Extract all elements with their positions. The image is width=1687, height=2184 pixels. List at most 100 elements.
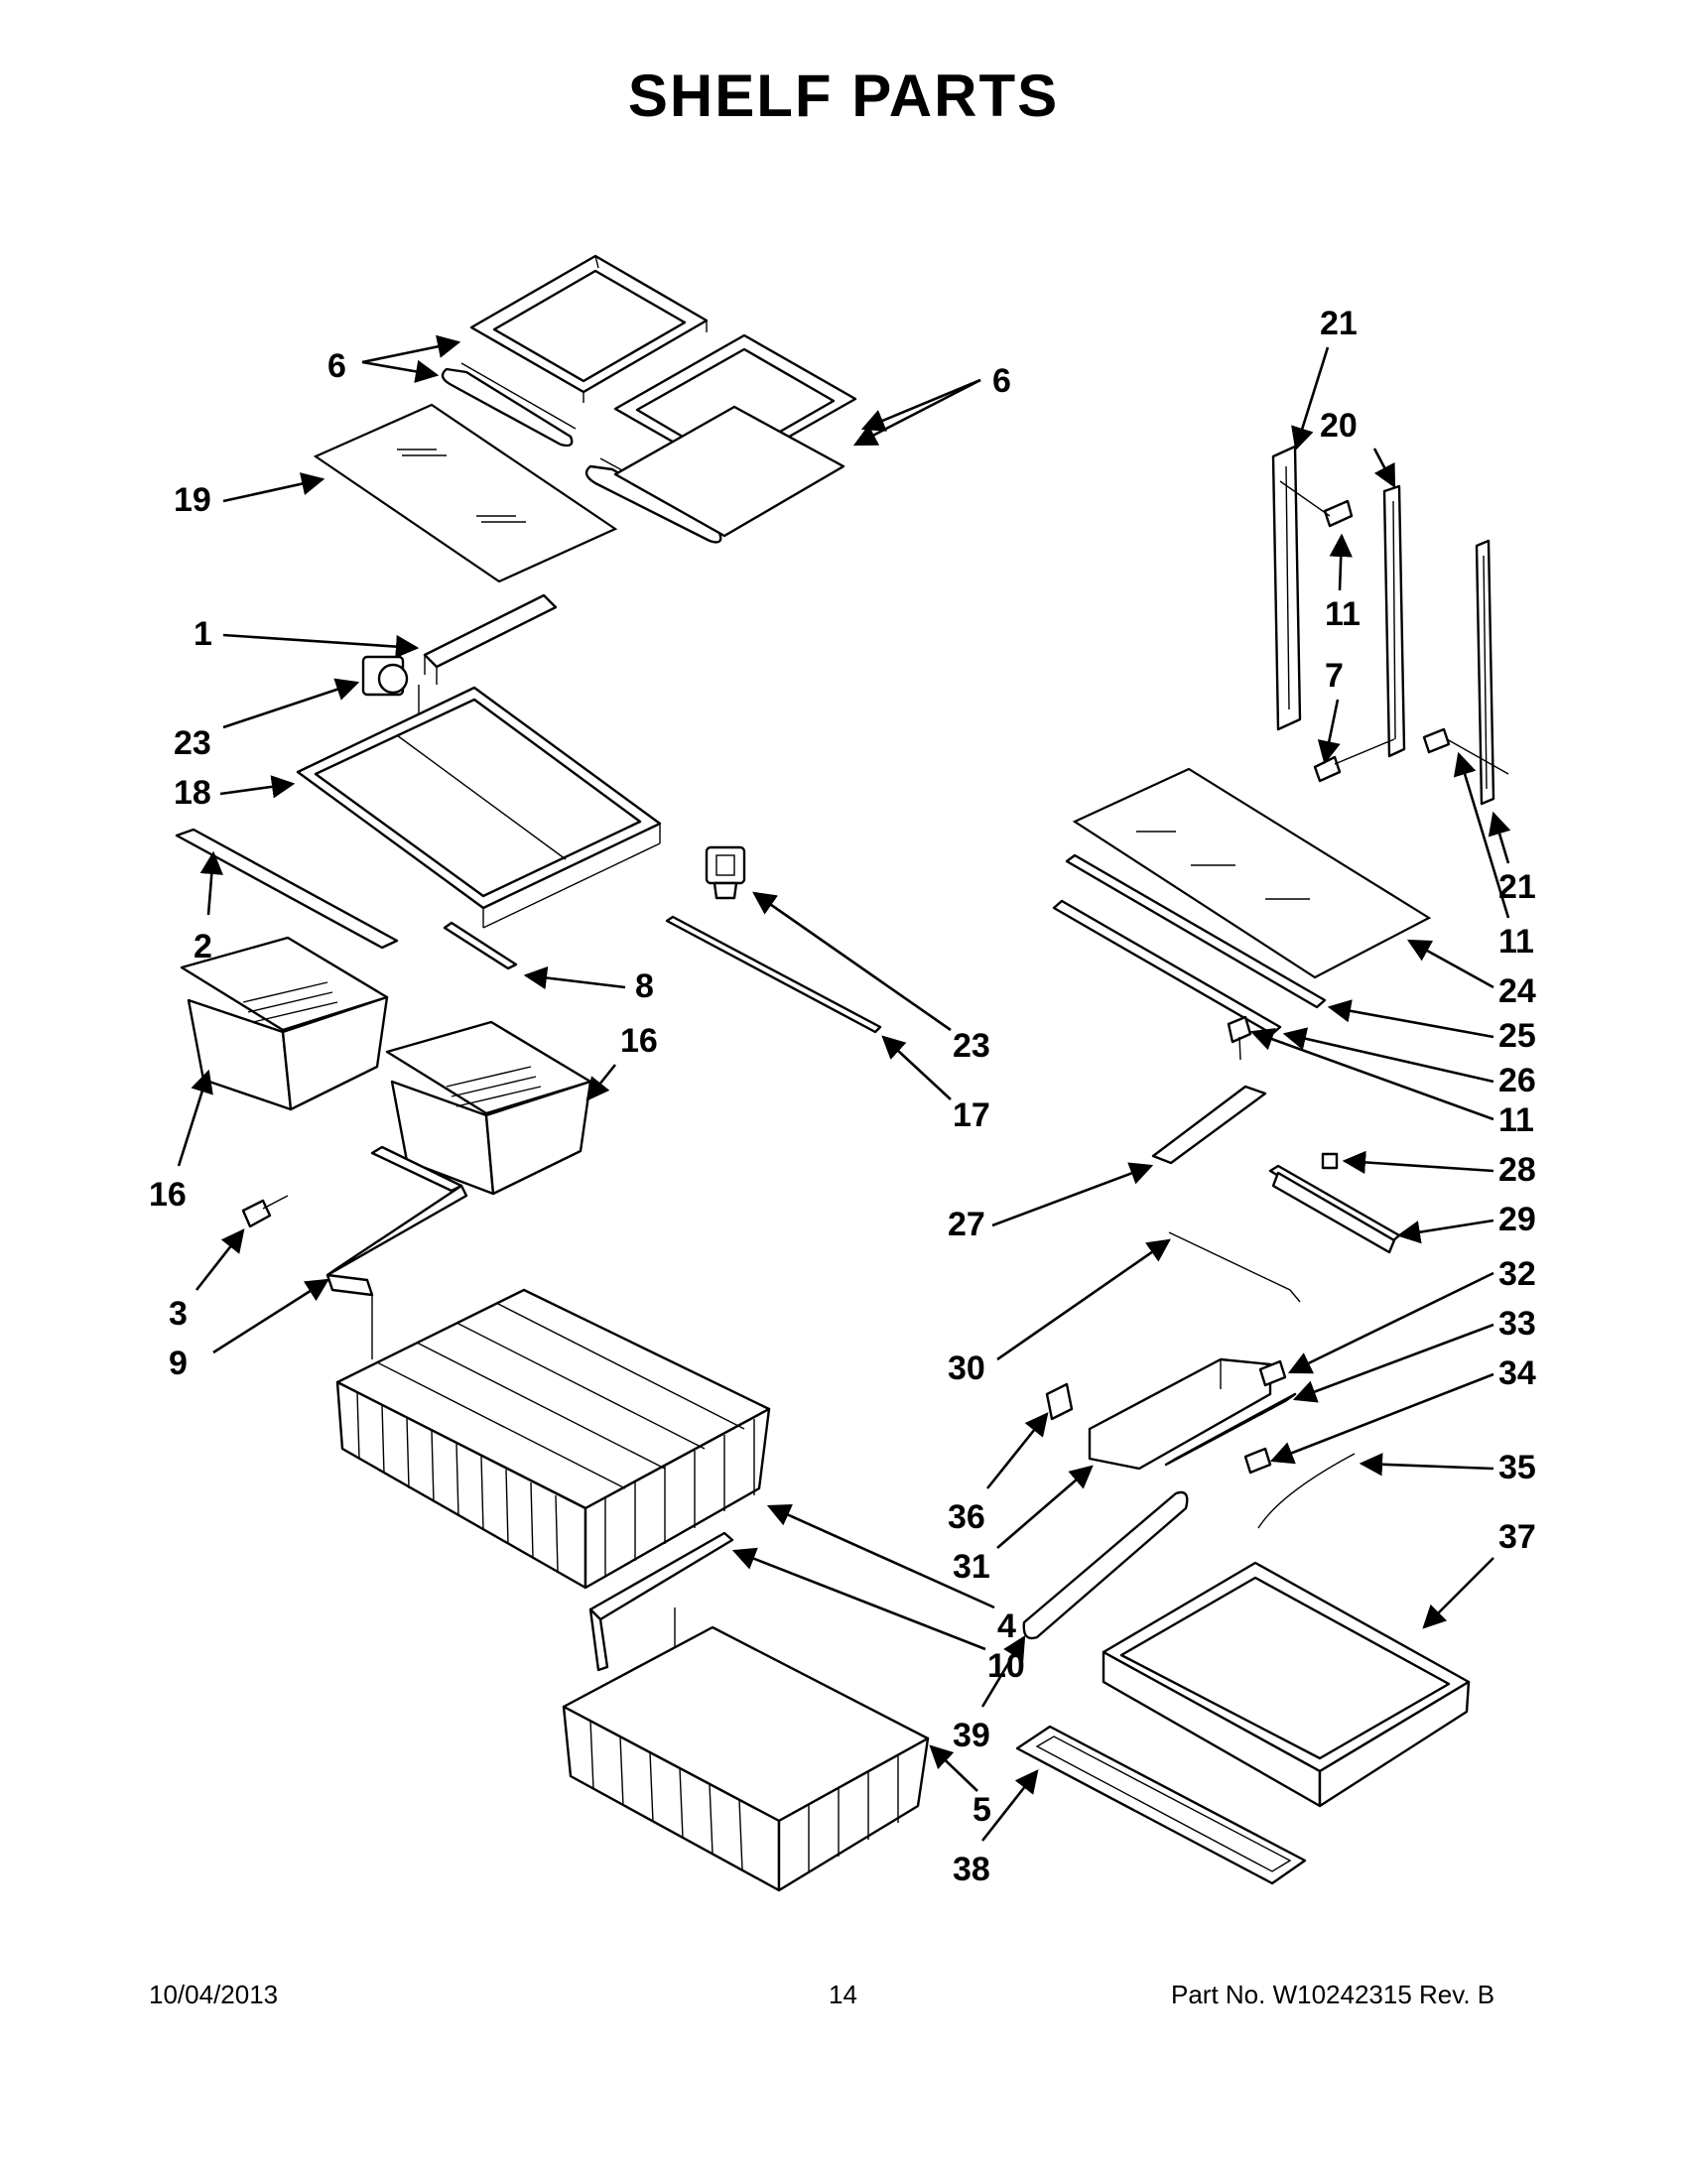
callout-number: 21 bbox=[1498, 868, 1536, 906]
part-31-housing bbox=[1088, 1357, 1272, 1471]
callout-38: 38 bbox=[953, 1769, 1039, 1888]
callout-2: 2 bbox=[194, 850, 223, 965]
part-9-divider-bracket bbox=[325, 1145, 468, 1359]
leader-arrow bbox=[860, 378, 981, 432]
callout-number: 2 bbox=[194, 928, 212, 965]
callout-number: 11 bbox=[1325, 595, 1361, 633]
callout-number: 39 bbox=[953, 1717, 990, 1754]
callout-36: 36 bbox=[948, 1412, 1049, 1536]
leader-arrow bbox=[980, 1634, 1026, 1708]
leader-arrow bbox=[1406, 939, 1494, 989]
part-19-glass-shelf bbox=[313, 403, 618, 583]
leader-arrow bbox=[985, 1412, 1049, 1489]
leader-arrow bbox=[195, 1228, 245, 1291]
part-25-trim bbox=[1065, 853, 1327, 1009]
part-21-rail-left bbox=[1271, 445, 1302, 731]
leader-arrow bbox=[219, 775, 296, 799]
leader-arrow bbox=[1359, 1453, 1494, 1477]
part-11-screw-lower bbox=[1227, 1015, 1252, 1061]
leader-arrow bbox=[1282, 1027, 1494, 1084]
part-28-clip bbox=[1321, 1152, 1339, 1170]
callout-number: 26 bbox=[1498, 1062, 1536, 1099]
part-38-cover bbox=[1015, 1725, 1307, 1885]
part-11-screw-right bbox=[1422, 727, 1509, 775]
leader-arrow bbox=[731, 1547, 986, 1651]
callout-6: 6 bbox=[852, 362, 1011, 447]
callout-7: 7 bbox=[1317, 657, 1344, 765]
part-34-screw bbox=[1243, 1447, 1272, 1475]
part-16-crisper-drawer-left bbox=[180, 936, 389, 1111]
callout-number: 28 bbox=[1498, 1151, 1536, 1189]
callout-number: 9 bbox=[169, 1345, 188, 1382]
leader-arrow bbox=[980, 1769, 1039, 1842]
leader-arrow bbox=[199, 850, 223, 916]
callout-5: 5 bbox=[929, 1744, 991, 1829]
leader-arrow bbox=[523, 965, 626, 990]
callout-35: 35 bbox=[1359, 1449, 1536, 1486]
callout-number: 7 bbox=[1325, 657, 1344, 695]
part-7-screw bbox=[1313, 738, 1395, 783]
leader-arrow bbox=[1329, 533, 1353, 591]
callout-number: 31 bbox=[953, 1548, 990, 1586]
callout-37: 37 bbox=[1422, 1518, 1536, 1629]
callout-20: 20 bbox=[1320, 407, 1396, 489]
callout-34: 34 bbox=[1269, 1354, 1536, 1465]
callout-23: 23 bbox=[174, 678, 360, 762]
leader-arrow bbox=[361, 359, 440, 383]
callout-number: 1 bbox=[194, 615, 212, 653]
callout-number: 38 bbox=[953, 1851, 990, 1888]
callout-31: 31 bbox=[953, 1465, 1094, 1586]
callout-number: 6 bbox=[992, 362, 1011, 400]
callout-23: 23 bbox=[752, 891, 990, 1065]
part-29-rail bbox=[1268, 1164, 1401, 1254]
leader-arrow bbox=[1317, 699, 1341, 765]
part-39-hinge-arm bbox=[1022, 1490, 1189, 1640]
leader-arrow bbox=[1342, 1150, 1494, 1175]
callout-27: 27 bbox=[948, 1162, 1154, 1243]
callout-number: 33 bbox=[1498, 1305, 1536, 1343]
part-30-wire bbox=[1168, 1231, 1301, 1303]
leader-arrow bbox=[991, 1162, 1154, 1227]
leader-arrow bbox=[1287, 1271, 1494, 1374]
callout-number: 16 bbox=[620, 1022, 658, 1060]
callout-16: 16 bbox=[585, 1022, 658, 1101]
leader-arrow bbox=[222, 472, 325, 503]
part-23-bracket-lower bbox=[705, 845, 746, 900]
part-3-screw bbox=[241, 1195, 289, 1228]
callout-number: 4 bbox=[997, 1607, 1016, 1645]
leader-arrow bbox=[222, 633, 420, 659]
part-20-rail-center bbox=[1382, 484, 1406, 758]
part-4-wire-basket-large bbox=[335, 1288, 771, 1590]
callout-number: 36 bbox=[948, 1498, 985, 1536]
callout-number: 37 bbox=[1498, 1518, 1536, 1556]
callout-1: 1 bbox=[194, 615, 420, 659]
leader-arrow bbox=[222, 678, 360, 729]
callout-number: 19 bbox=[174, 481, 211, 519]
part-26-trim bbox=[1052, 899, 1282, 1036]
part-8-small-rail bbox=[443, 921, 518, 970]
leader-arrow bbox=[1291, 346, 1330, 451]
leader-arrow bbox=[1396, 1219, 1494, 1244]
callout-number: 5 bbox=[973, 1791, 991, 1829]
part-6-shelf-frame-right bbox=[584, 333, 857, 544]
callout-number: 6 bbox=[327, 347, 346, 385]
part-24-glass-shelf-right bbox=[1072, 767, 1432, 979]
leader-arrow bbox=[1249, 1028, 1494, 1121]
callout-16: 16 bbox=[149, 1069, 213, 1214]
wire-grid-small bbox=[589, 1720, 899, 1873]
part-27-bracket bbox=[1151, 1085, 1267, 1165]
page-title: SHELF PARTS bbox=[627, 63, 1060, 129]
callout-number: 35 bbox=[1498, 1449, 1536, 1486]
callout-number: 24 bbox=[1498, 972, 1536, 1010]
part-32-screw bbox=[1258, 1359, 1287, 1387]
callout-21: 21 bbox=[1291, 305, 1358, 451]
leader-arrow bbox=[177, 1069, 213, 1167]
callout-number: 34 bbox=[1498, 1354, 1536, 1392]
callout-39: 39 bbox=[953, 1634, 1026, 1754]
part-5-wire-basket-small bbox=[562, 1625, 930, 1892]
leader-arrow bbox=[929, 1744, 978, 1792]
part-18-crisper-cover bbox=[296, 686, 662, 929]
leader-arrow bbox=[996, 1238, 1171, 1361]
part-21-rail-right bbox=[1475, 539, 1495, 806]
callout-8: 8 bbox=[523, 965, 654, 1005]
